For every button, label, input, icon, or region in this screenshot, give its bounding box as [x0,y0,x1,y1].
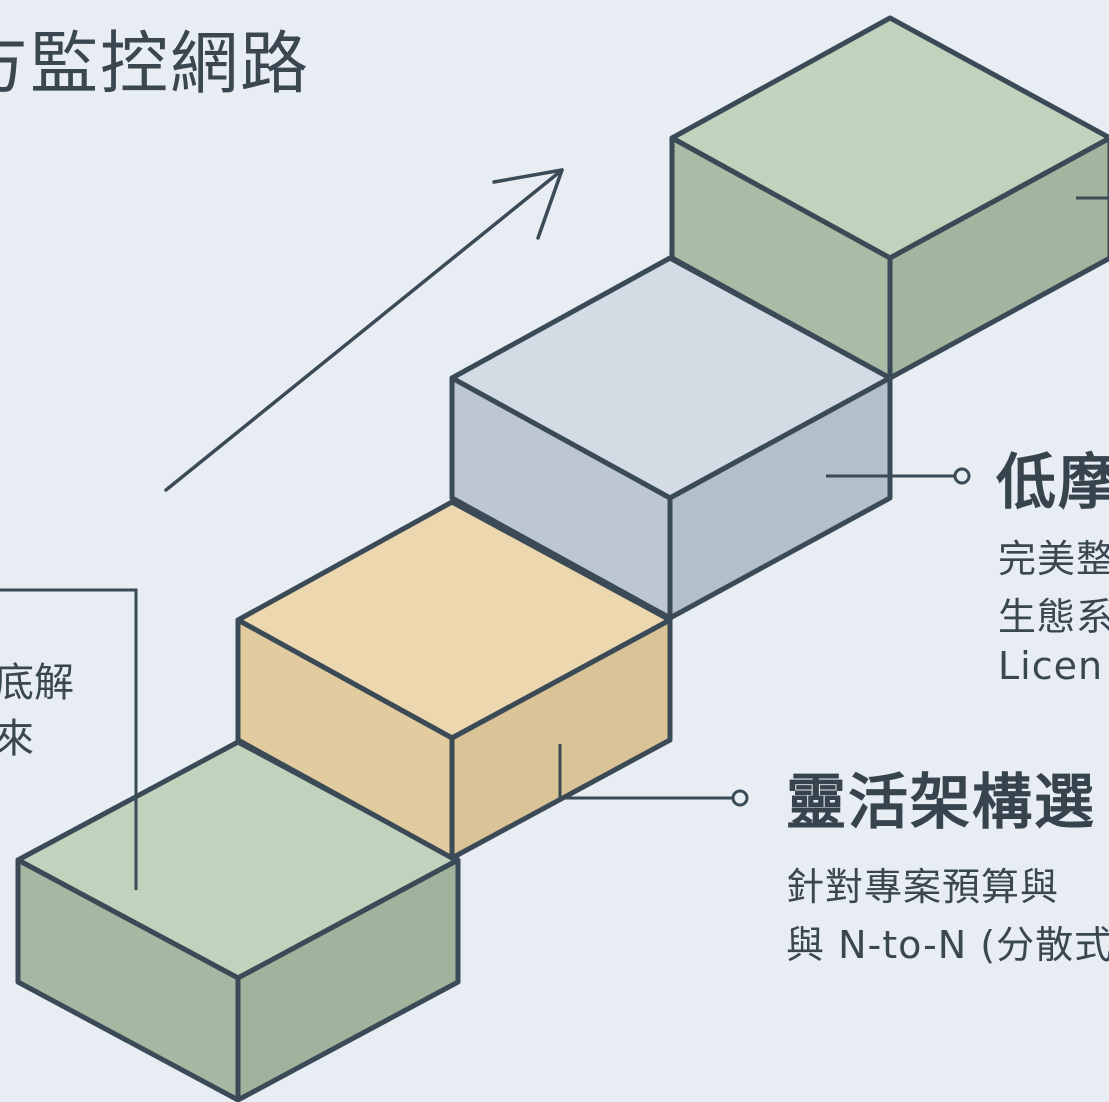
connector-step-3-dot [953,467,971,485]
step-block-4 [669,15,1109,381]
step-block-3-right-face [667,375,893,621]
step-3-desc-line-1: 完美整 [998,537,1109,581]
step-block-2-right-face [449,617,673,861]
step-2-title: 靈活架構選 [786,768,1096,838]
left-note-line-2: 來 [0,716,34,762]
growth-arrow [164,168,564,492]
step-3-title: 低摩 [996,448,1109,518]
step-3-desc-line-2: 生態系 [998,595,1109,639]
step-2-desc-line-2: 與 N-to-N (分散式 [786,923,1109,967]
step-3-desc-line-3: Licen [998,644,1104,688]
step-block-4-right-face [887,135,1109,381]
connectors [0,196,1109,890]
page-title: 方監控網路 [0,25,311,104]
step-2-desc-line-1: 針對專案預算與 [786,865,1060,909]
connector-left [0,588,138,890]
step-block-1-right-face [235,857,461,1102]
step-block-3 [449,255,893,621]
connector-step-2-dot [731,789,749,807]
step-block-2 [235,499,673,861]
left-note-line-1: 底解 [0,660,74,706]
